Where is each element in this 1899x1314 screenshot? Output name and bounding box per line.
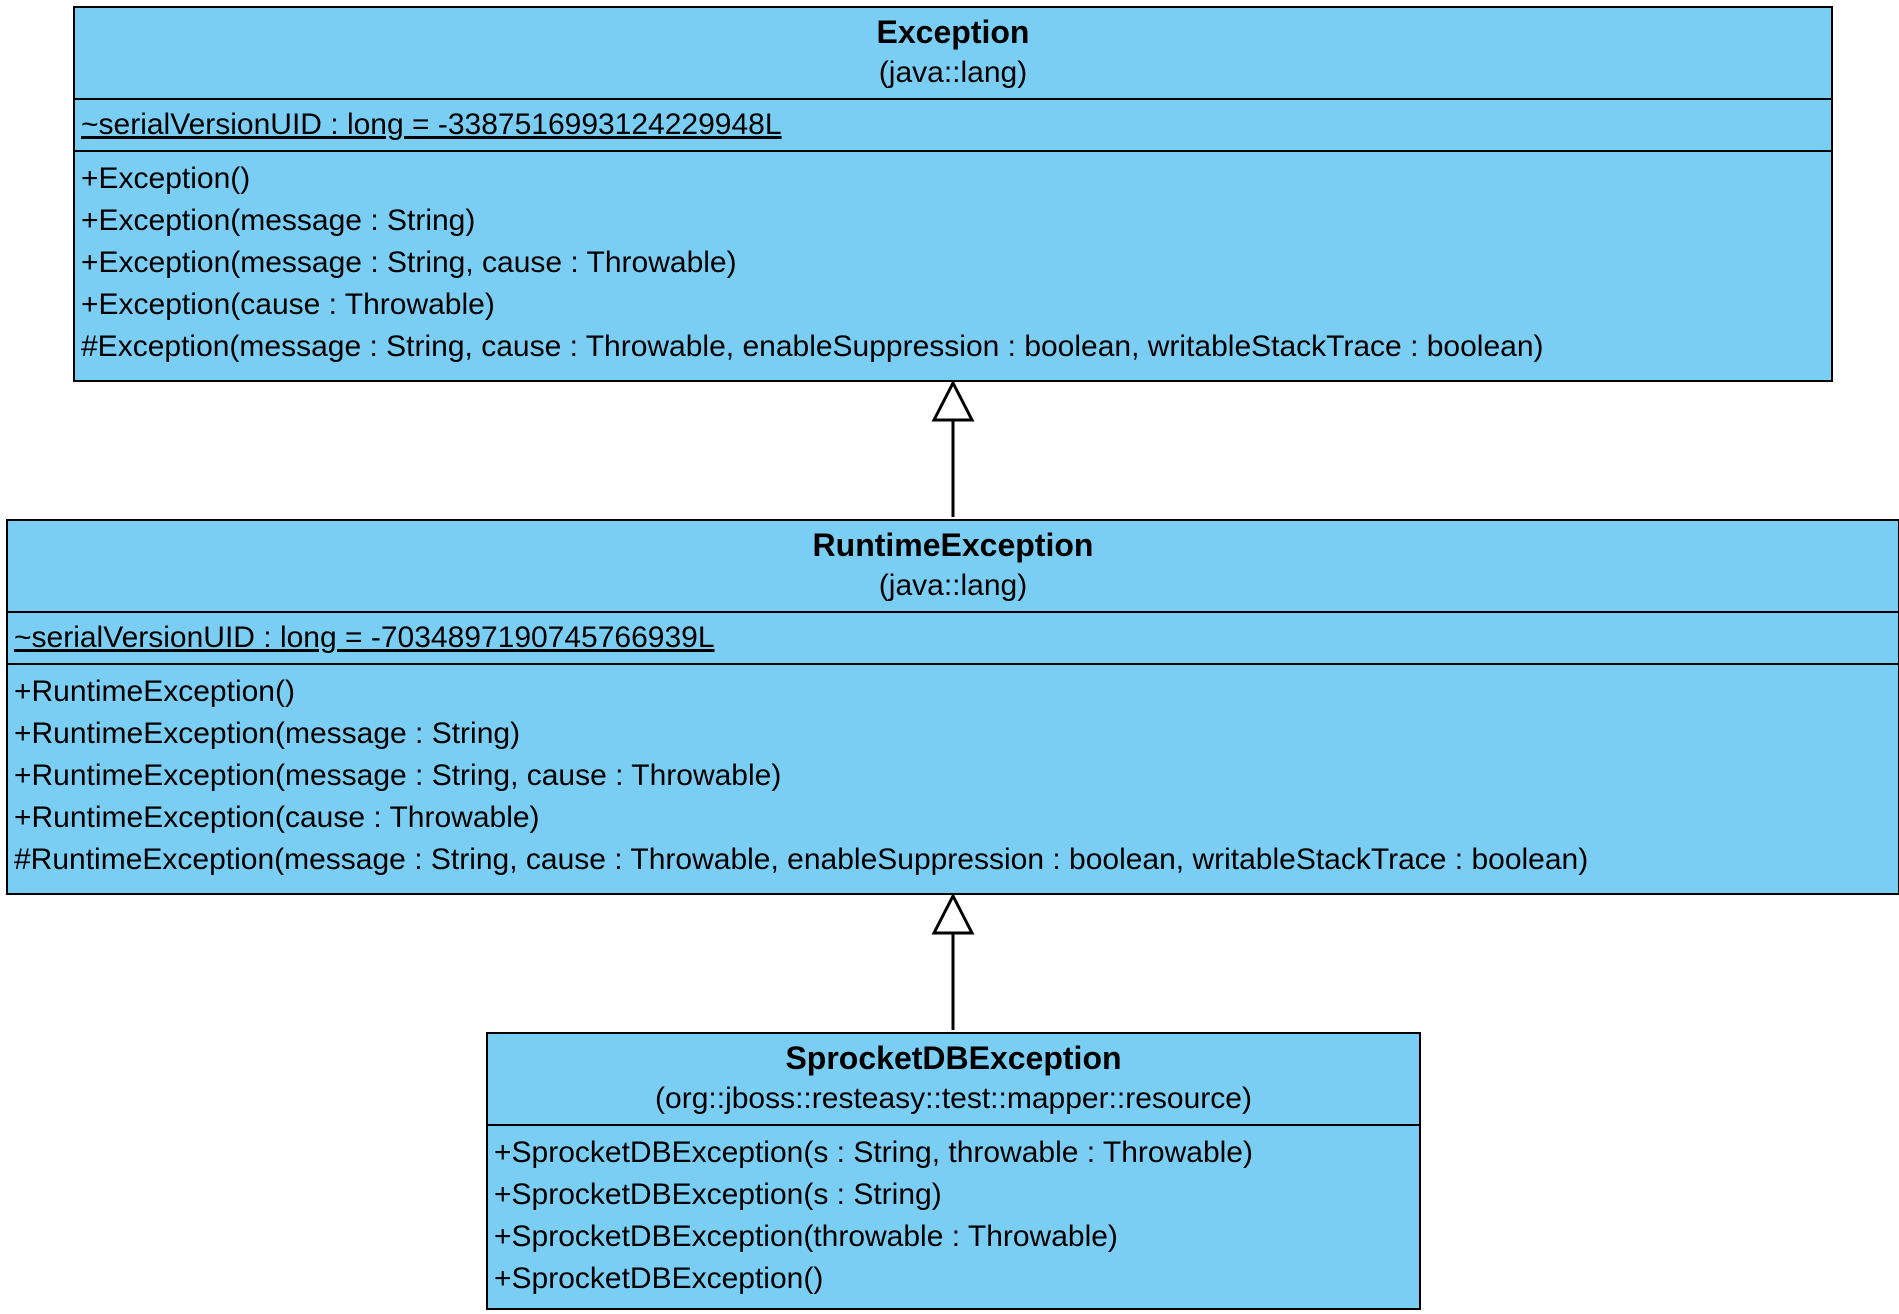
operation: +SprocketDBException() (494, 1262, 824, 1295)
operation: +SprocketDBException(throwable : Throwab… (494, 1220, 1118, 1253)
operation: #RuntimeException(message : String, caus… (14, 843, 1589, 876)
class-name: RuntimeException (812, 527, 1094, 563)
operation: +RuntimeException() (14, 675, 295, 708)
class-package: (java::lang) (878, 569, 1028, 602)
operation: #Exception(message : String, cause : Thr… (81, 330, 1544, 363)
class-exception[interactable]: Exception (java::lang) ~serialVersionUID… (73, 6, 1833, 382)
operation: +Exception(cause : Throwable) (81, 288, 495, 321)
class-header: Exception (java::lang) (75, 8, 1831, 100)
generalization-arrow-sprocket-to-runtime (931, 892, 975, 1030)
operation: +SprocketDBException(s : String) (494, 1178, 942, 1211)
operation: +Exception(message : String) (81, 204, 476, 237)
class-header: SprocketDBException (org::jboss::resteas… (488, 1034, 1419, 1126)
class-sprocket-db-exception[interactable]: SprocketDBException (org::jboss::resteas… (486, 1032, 1421, 1310)
operation: +RuntimeException(cause : Throwable) (14, 801, 540, 834)
attribute: ~serialVersionUID : long = -338751699312… (81, 108, 782, 141)
operations-compartment: +SprocketDBException(s : String, throwab… (488, 1126, 1419, 1304)
class-name: Exception (876, 14, 1030, 50)
class-name: SprocketDBException (785, 1040, 1122, 1076)
operation: +RuntimeException(message : String, caus… (14, 759, 782, 792)
attributes-compartment: ~serialVersionUID : long = -703489719074… (8, 613, 1898, 665)
attribute: ~serialVersionUID : long = -703489719074… (14, 621, 715, 654)
operation: +Exception() (81, 162, 251, 195)
operations-compartment: +Exception() +Exception(message : String… (75, 152, 1831, 372)
class-package: (org::jboss::resteasy::test::mapper::res… (655, 1082, 1252, 1115)
operation: +Exception(message : String, cause : Thr… (81, 246, 737, 279)
operation: +SprocketDBException(s : String, throwab… (494, 1136, 1253, 1169)
class-package: (java::lang) (878, 56, 1028, 89)
operation: +RuntimeException(message : String) (14, 717, 521, 750)
attributes-compartment: ~serialVersionUID : long = -338751699312… (75, 100, 1831, 152)
operations-compartment: +RuntimeException() +RuntimeException(me… (8, 665, 1898, 885)
generalization-arrow-runtime-to-exception (931, 379, 975, 517)
class-runtime-exception[interactable]: RuntimeException (java::lang) ~serialVer… (6, 519, 1899, 895)
class-header: RuntimeException (java::lang) (8, 521, 1898, 613)
